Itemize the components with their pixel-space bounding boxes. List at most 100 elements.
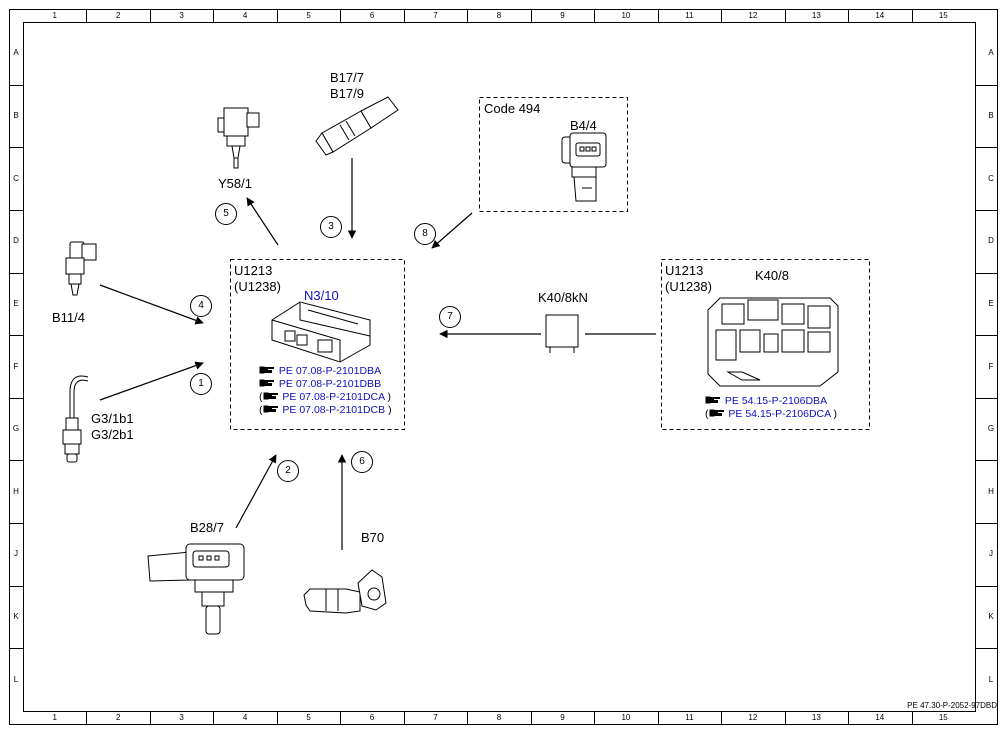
reference-link[interactable]: ( PE 07.08-P-2101DCB ) <box>259 404 392 416</box>
grid-row-label: F <box>13 361 19 371</box>
control-unit-box <box>230 259 405 430</box>
label-k40-8kn: K40/8kN <box>538 290 588 305</box>
grid-column-label: 3 <box>179 713 184 722</box>
grid-row-label: J <box>14 549 18 559</box>
grid-column-label: 14 <box>875 713 885 722</box>
grid-row-label: C <box>988 173 994 183</box>
label-code-494: Code 494 <box>484 101 541 116</box>
grid-column-label: 7 <box>433 713 438 722</box>
grid-column-label: 3 <box>179 11 184 20</box>
label-module-u1213: U1213 <box>665 263 704 278</box>
label-y58-1: Y58/1 <box>218 176 252 191</box>
arrow-5 <box>246 197 279 246</box>
fuse-relay-module-k40-8-icon <box>707 297 839 387</box>
reference-text: PE 07.08-P-2101DBA <box>278 365 382 377</box>
label-module-u1238: (U1238) <box>665 279 712 294</box>
label-b70: B70 <box>361 530 385 545</box>
grid-column-label: 9 <box>560 11 565 20</box>
grid-column-label: 12 <box>748 11 758 20</box>
grid-column-label: 4 <box>242 713 248 722</box>
reference-text: PE 07.08-P-2101DCA <box>282 391 385 403</box>
grid-column-label: 1 <box>52 11 57 20</box>
label-g3-1b1: G3/1b1 <box>91 411 134 426</box>
grid-column-label: 6 <box>369 11 375 20</box>
sensor-b28-7-icon <box>147 543 245 635</box>
label-cu-u1213: U1213 <box>234 263 273 278</box>
grid-row-label: E <box>13 298 19 308</box>
valve-y58-1-icon <box>217 107 260 169</box>
callout-4: 4 <box>190 295 212 317</box>
grid-column-label: 9 <box>560 713 565 722</box>
grid-row-label: H <box>988 486 994 496</box>
oxygen-sensor-g3-icon <box>62 375 89 463</box>
grid-column-label: 14 <box>875 11 885 20</box>
callout-5: 5 <box>215 203 237 225</box>
callout-8: 8 <box>414 223 436 245</box>
label-b4-4: B4/4 <box>570 118 597 133</box>
grid-row-label: F <box>988 361 994 371</box>
grid-row-label: G <box>12 424 20 434</box>
grid-row-label: K <box>13 612 19 622</box>
grid-column-label: 2 <box>115 11 121 20</box>
label-n3-10: N3/10 <box>304 288 339 303</box>
control-unit-n3-10-icon <box>271 301 371 363</box>
grid-row-label: L <box>13 674 19 684</box>
grid-column-label: 15 <box>938 11 948 20</box>
label-cu-u1238: (U1238) <box>234 279 281 294</box>
relay-k40-8kn-icon <box>545 314 579 353</box>
code494-box <box>479 97 628 212</box>
pointing-hand-icon <box>263 392 278 400</box>
grid-row-label: L <box>988 674 994 684</box>
grid-column-label: 13 <box>811 713 821 722</box>
reference-link[interactable]: ( PE 54.15-P-2106DCA ) <box>705 408 837 420</box>
label-b17-9: B17/9 <box>330 86 364 101</box>
grid-column-label: 4 <box>242 11 248 20</box>
grid-row-label: A <box>988 48 994 58</box>
reference-link[interactable]: PE 07.08-P-2101DBB <box>259 377 381 392</box>
grid-row-label: G <box>987 424 995 434</box>
sensor-b70-icon <box>303 569 387 614</box>
grid-row-label: E <box>988 298 994 308</box>
reference-text: PE 07.08-P-2101DCB <box>282 404 386 416</box>
grid-column-label: 11 <box>685 713 694 722</box>
callout-6: 6 <box>351 451 373 473</box>
grid-row-label: H <box>13 486 19 496</box>
grid-column-label: 5 <box>306 11 311 20</box>
label-g3-2b1: G3/2b1 <box>91 427 134 442</box>
grid-row-label: A <box>13 48 19 58</box>
label-b11-4: B11/4 <box>52 310 86 325</box>
reference-link[interactable]: PE 54.15-P-2106DBA <box>705 394 827 409</box>
arrow-8 <box>431 212 473 249</box>
grid-column-label: 2 <box>115 713 121 722</box>
grid-row-label: D <box>988 236 994 246</box>
grid-column-label: 15 <box>938 713 948 722</box>
reference-text: PE 54.15-P-2106DCA <box>728 408 831 420</box>
label-b28-7: B28/7 <box>190 520 224 535</box>
sensor-b17-icon <box>315 96 399 156</box>
arrow-2 <box>235 454 277 529</box>
sensor-b11-4-icon <box>65 241 97 296</box>
pointing-hand-icon <box>259 379 274 387</box>
pointing-hand-icon <box>263 405 278 413</box>
grid-row-label: J <box>989 549 993 559</box>
grid-column-label: 7 <box>433 11 438 20</box>
frame <box>9 9 998 725</box>
grid-column-label: 12 <box>748 713 758 722</box>
callout-1: 1 <box>190 373 212 395</box>
reference-text: PE 07.08-P-2101DBB <box>278 378 382 390</box>
grid-column-label: 10 <box>621 713 631 722</box>
grid-row-label: K <box>988 612 994 622</box>
callout-2: 2 <box>277 460 299 482</box>
reference-link[interactable]: PE 07.08-P-2101DBA <box>259 364 381 379</box>
pointing-hand-icon <box>709 409 724 417</box>
grid-column-label: 10 <box>621 11 631 20</box>
grid-column-label: 5 <box>306 713 311 722</box>
arrow-4 <box>99 284 204 325</box>
pointing-hand-icon <box>705 396 720 404</box>
grid-column-label: 11 <box>685 11 694 20</box>
reference-link[interactable]: ( PE 07.08-P-2101DCA ) <box>259 391 391 403</box>
label-k40-8: K40/8 <box>755 268 789 283</box>
reference-text: PE 54.15-P-2106DBA <box>724 395 828 407</box>
grid-row-label: C <box>13 173 19 183</box>
